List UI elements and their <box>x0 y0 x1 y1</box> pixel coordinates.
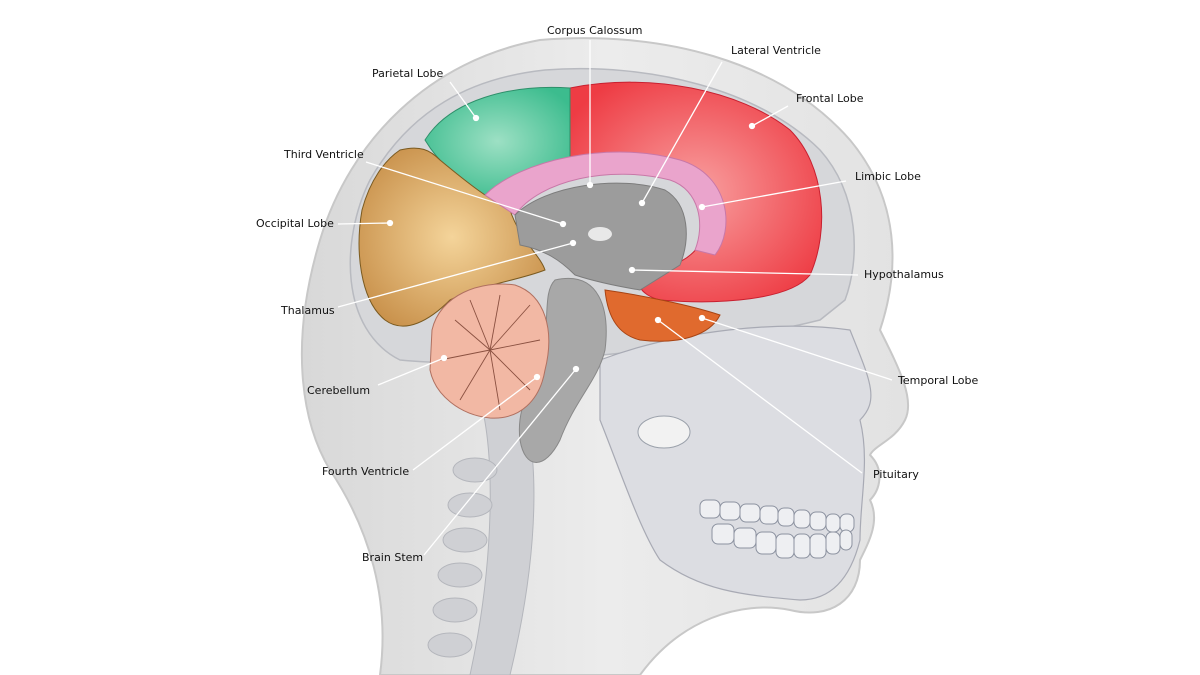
limbic-lobe <box>484 151 727 256</box>
label-brain-stem: Brain Stem <box>362 551 424 564</box>
thalamus-core <box>588 227 612 241</box>
label-frontal-lobe: Frontal Lobe <box>796 92 864 105</box>
label-occipital-lobe: Occipital Lobe <box>256 217 334 230</box>
teeth <box>699 499 855 559</box>
label-hypothalamus: Hypothalamus <box>864 268 944 281</box>
cerebellum <box>429 283 550 419</box>
leader-lines <box>337 40 893 556</box>
label-temporal-lobe: Temporal Lobe <box>898 374 979 387</box>
facial-skull <box>599 325 872 601</box>
label-cerebellum: Cerebellum <box>307 384 371 397</box>
temporal-lobe <box>604 289 721 342</box>
label-parietal-lobe: Parietal Lobe <box>372 67 444 80</box>
label-fourth-ventricle: Fourth Ventricle <box>322 465 410 478</box>
label-limbic-lobe: Limbic Lobe <box>855 170 921 183</box>
label-thalamus: Thalamus <box>281 304 335 317</box>
label-corpus-calossum: Corpus Calossum <box>547 24 643 37</box>
cervical-spine <box>427 399 535 675</box>
label-lateral-ventricle: Lateral Ventricle <box>731 44 821 57</box>
label-third-ventricle: Third Ventricle <box>284 148 364 161</box>
label-pituitary: Pituitary <box>873 468 919 481</box>
cheek-foramen <box>637 415 691 449</box>
